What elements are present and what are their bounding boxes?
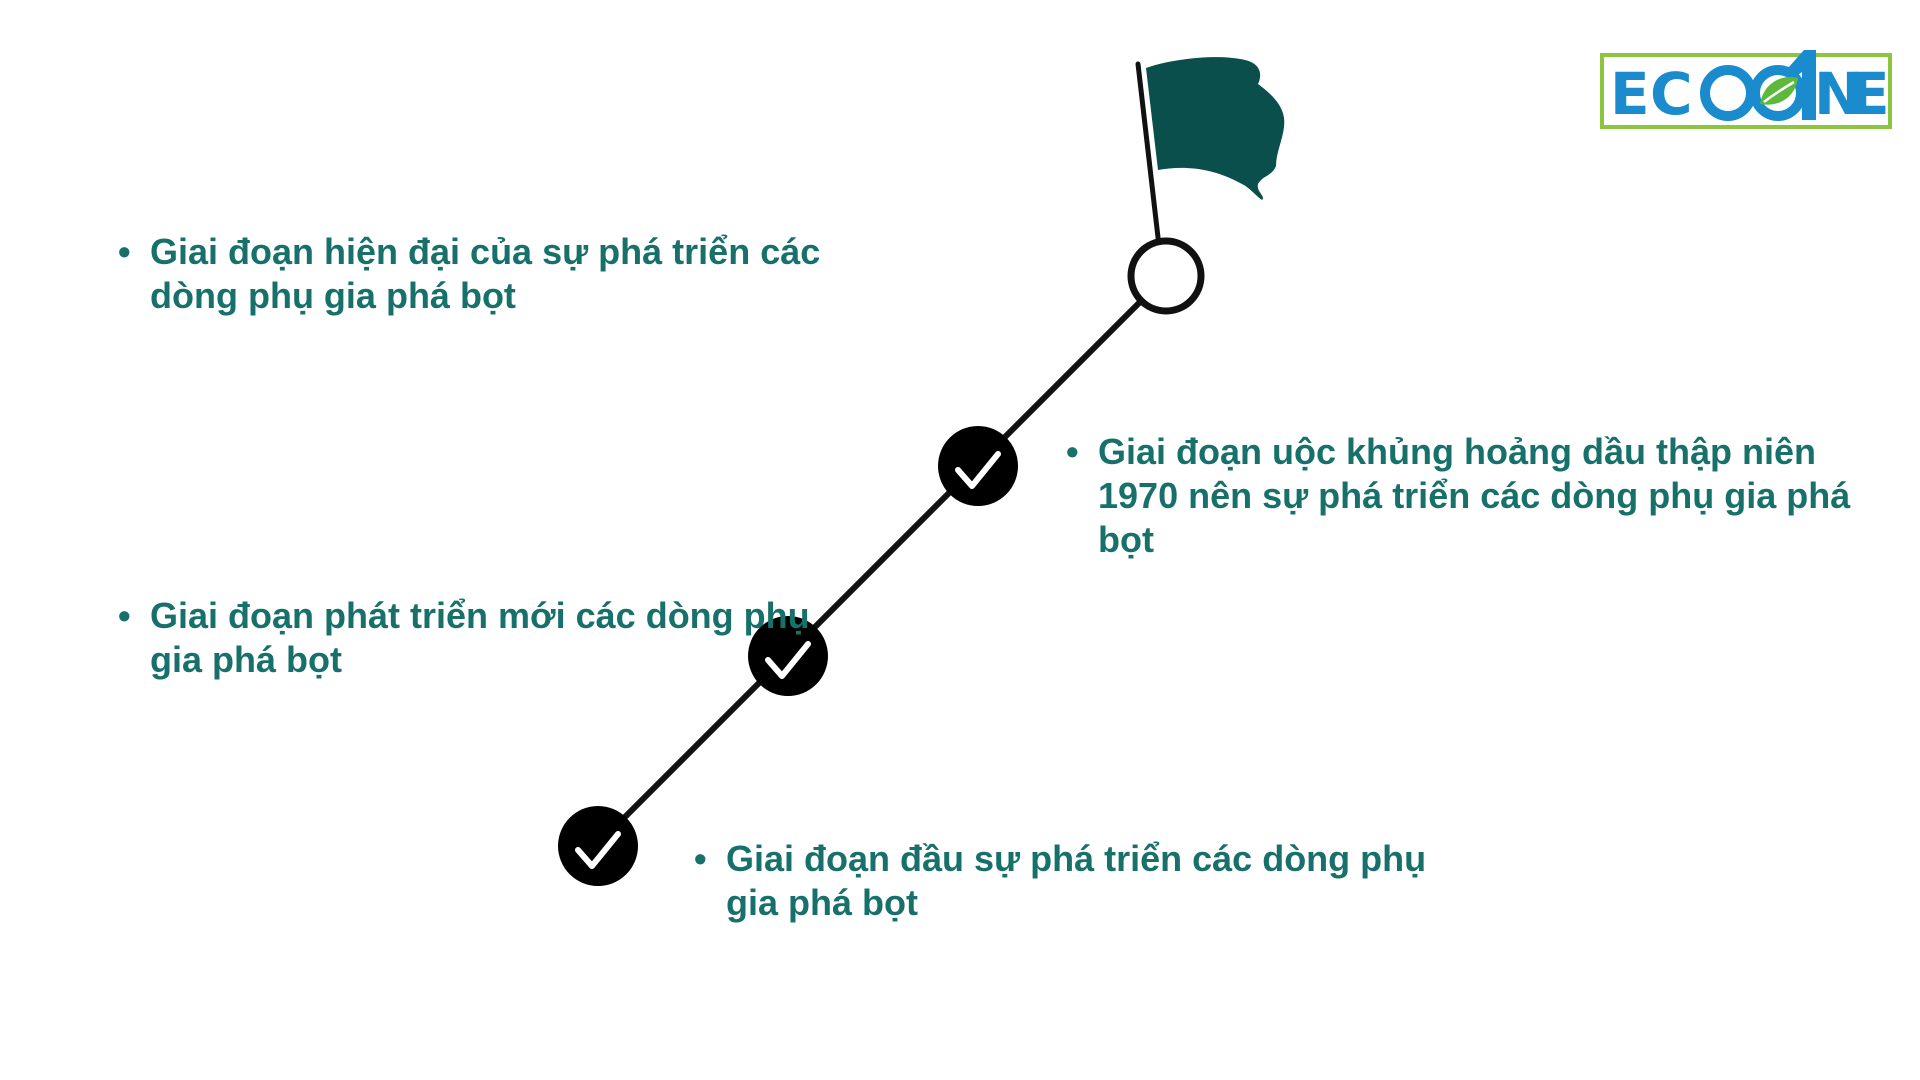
svg-text:E: E <box>1850 60 1890 128</box>
stage-label: Giai đoạn phát triển mới các dòng phụ gi… <box>150 595 810 680</box>
check-marker-3 <box>748 616 828 696</box>
check-marker-4 <box>558 806 638 886</box>
bullet: • <box>1066 431 1079 472</box>
check-marker-2 <box>938 426 1018 506</box>
goal-circle-marker <box>1127 237 1205 315</box>
ecoone-logo: E C N E <box>1600 50 1892 129</box>
bullet: • <box>118 231 131 272</box>
check-icon <box>575 831 621 869</box>
flag-icon <box>1135 57 1285 275</box>
stage-label: Giai đoạn uộc khủng hoảng dầu thập niên … <box>1098 431 1851 560</box>
stage-text-modern: • Giai đoạn hiện đại của sự phá triển cá… <box>118 230 890 318</box>
bullet: • <box>118 595 131 636</box>
stage-label: Giai đoạn hiện đại của sự phá triển các … <box>150 231 821 316</box>
check-icon <box>955 451 1001 489</box>
stage-text-oil-crisis: • Giai đoạn uộc khủng hoảng dầu thập niê… <box>1066 430 1858 562</box>
svg-text:C: C <box>1650 60 1693 128</box>
stage-text-new-development: • Giai đoạn phát triển mới các dòng phụ … <box>118 594 810 682</box>
stage-label: Giai đoạn đầu sự phá triển các dòng phụ … <box>726 838 1427 923</box>
bullet: • <box>694 838 707 879</box>
timeline-line <box>595 273 1169 847</box>
check-icon <box>765 641 811 679</box>
svg-text:E: E <box>1610 60 1650 128</box>
svg-text:N: N <box>1814 60 1863 128</box>
stage-text-early: • Giai đoạn đầu sự phá triển các dòng ph… <box>694 837 1486 925</box>
